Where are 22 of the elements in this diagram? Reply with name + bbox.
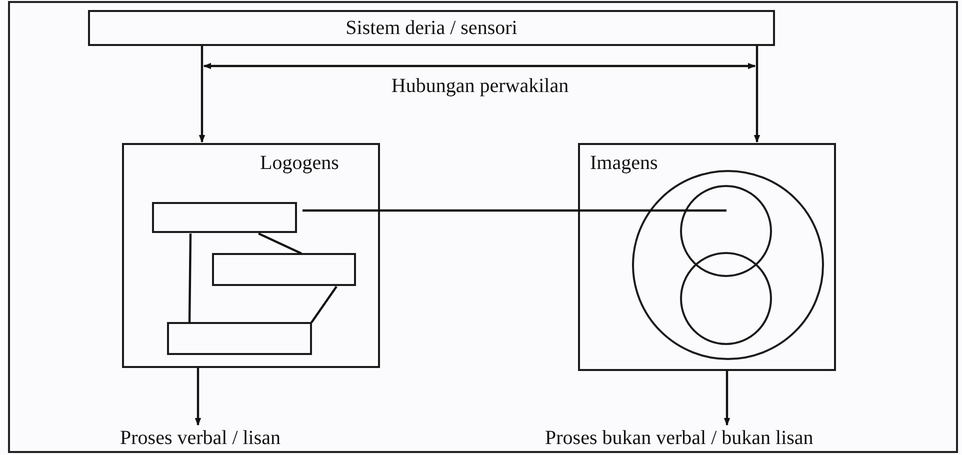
arrow <box>198 46 206 143</box>
box-heading: Imagens <box>590 153 658 173</box>
arrow <box>754 46 760 143</box>
system-box <box>122 143 380 368</box>
arrow <box>724 371 730 426</box>
circle-shape <box>680 252 772 345</box>
connector-line <box>302 209 726 212</box>
connector-line <box>188 233 192 323</box>
system-box <box>88 10 775 46</box>
output-label: Proses bukan verbal / bukan lisan <box>545 426 925 452</box>
connector-line <box>258 232 302 254</box>
empty-box <box>212 253 356 286</box>
box-title: Sistem deria / sensori <box>344 18 518 38</box>
arrow <box>194 368 202 426</box>
box-heading: Logogens <box>260 153 339 173</box>
empty-box <box>167 322 312 355</box>
system-box <box>578 143 836 371</box>
empty-box <box>152 202 297 233</box>
output-label: Proses verbal / lisan <box>120 426 360 452</box>
connector-line <box>310 286 338 324</box>
relation-label: Hubungan perwakilan <box>391 76 569 96</box>
circle-shape <box>680 185 772 277</box>
